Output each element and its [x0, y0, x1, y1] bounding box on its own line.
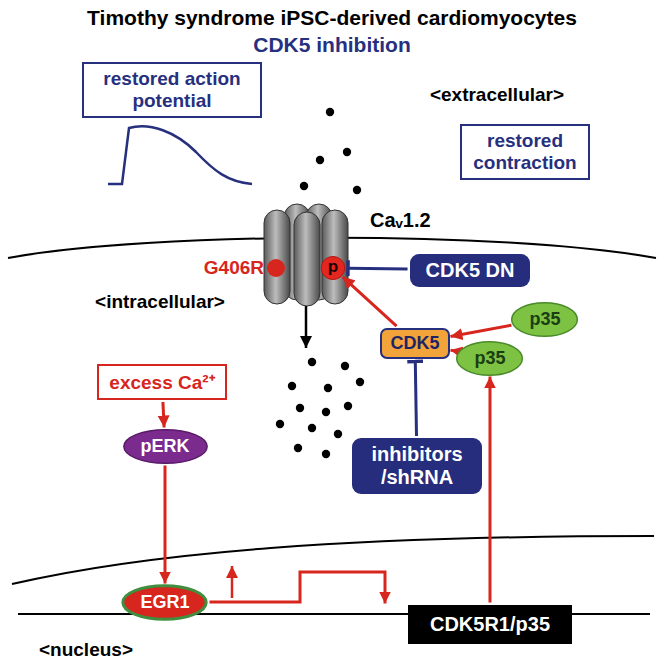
connector [343, 277, 397, 326]
calcium-ion [322, 408, 330, 416]
transcription-factor-ellipse: EGR1 [122, 585, 207, 620]
calcium-ion [343, 148, 351, 156]
connector [488, 377, 491, 603]
calcium-ion [334, 430, 342, 438]
channel-name: Caᵥ1.2 [370, 209, 431, 232]
node-outline [457, 341, 523, 375]
mutation-site [267, 259, 285, 277]
action-potential-trace [108, 126, 252, 184]
node-label: inhibitors /shRNA [368, 443, 466, 489]
calcium-ion [356, 378, 364, 386]
calcium-ion [296, 404, 304, 412]
calcium-ion [300, 182, 308, 190]
node-outline [123, 429, 206, 463]
calcium-ion [276, 420, 284, 428]
cav12-channel [264, 204, 348, 306]
inhibitor-box: inhibitors /shRNA [352, 438, 482, 494]
calcium-ion [288, 382, 296, 390]
region-label: <extracellular> [430, 84, 564, 106]
node-outline [512, 302, 578, 336]
node-label: p [321, 256, 345, 278]
node-outline [123, 585, 206, 619]
node-label: p35 [474, 348, 505, 369]
phospho-site: p [321, 256, 345, 280]
calcium-ion [344, 402, 352, 410]
subtitle: CDK5 inhibition [253, 33, 410, 57]
region-label: <nucleus> [39, 639, 133, 661]
connector [415, 362, 416, 437]
connector [163, 402, 164, 428]
title: Timothy syndrome iPSC-derived cardiomyoc… [87, 6, 577, 30]
calcium-ion [324, 384, 332, 392]
inhibitor-box: CDK5 DN [410, 254, 531, 287]
calcium-ion [308, 358, 316, 366]
node-label: CDK5R1/p35 [430, 613, 550, 636]
calcium-ion [316, 156, 324, 164]
connector [450, 350, 456, 351]
connector [450, 325, 511, 336]
calcium-ion [308, 424, 316, 432]
connector [164, 466, 167, 584]
node-label: excess Ca²⁺ [109, 369, 214, 395]
outcome-box: restored contraction [460, 124, 590, 180]
calcium-ion [341, 362, 349, 370]
activator-ellipse: p35 [456, 341, 523, 376]
node-label: CDK5 DN [426, 259, 515, 282]
ion-box: excess Ca²⁺ [97, 364, 226, 400]
calcium-ion [294, 444, 302, 452]
connector [348, 267, 408, 271]
mutation-label: G406R [204, 257, 264, 279]
activator-ellipse: p35 [511, 302, 578, 337]
calcium-ion [353, 186, 361, 194]
connector [210, 572, 385, 604]
gene-box: CDK5R1/p35 [408, 605, 572, 644]
calcium-influx-arrow [305, 306, 308, 348]
node-label: EGR1 [140, 592, 189, 613]
calcium-ion [322, 450, 330, 458]
node-label: restored contraction [468, 130, 582, 174]
node-outline [321, 256, 345, 279]
transcription-arrow [231, 566, 234, 598]
calcium-ion [326, 108, 334, 116]
outcome-box: restored action potential [82, 62, 262, 118]
kinase-box: CDK5 [380, 328, 449, 359]
node-label: restored action potential [90, 68, 254, 112]
node-label: p35 [529, 309, 560, 330]
region-label: <intracellular> [95, 291, 225, 313]
node-label: CDK5 [390, 333, 439, 354]
kinase-ellipse: pERK [123, 429, 208, 464]
nuclear-membrane [12, 536, 654, 584]
node-label: pERK [141, 436, 190, 457]
